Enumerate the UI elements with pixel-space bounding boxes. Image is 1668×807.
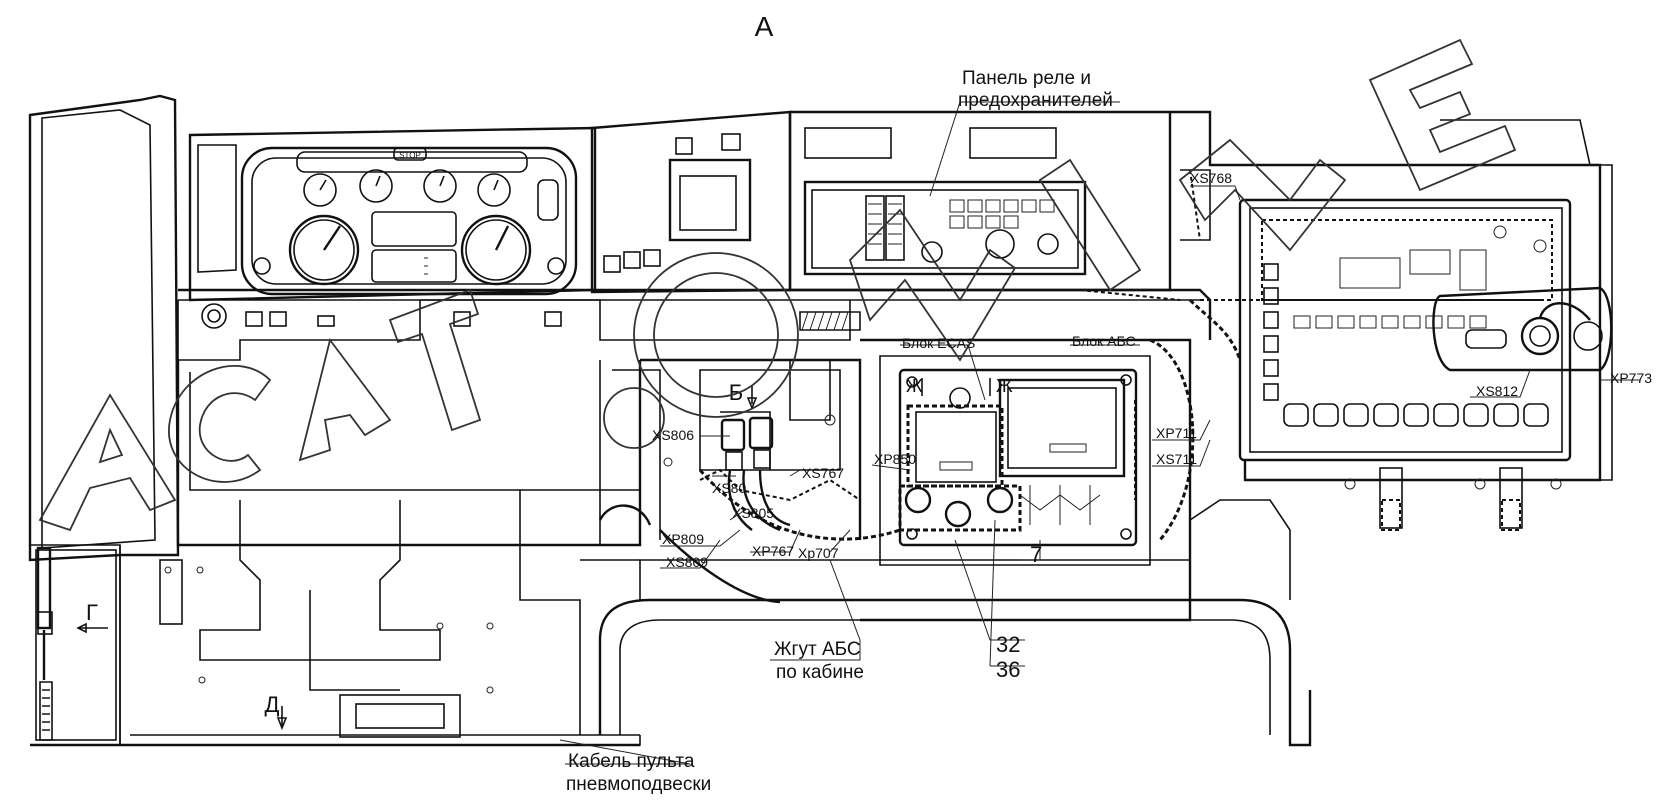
view-g-label: Г	[86, 600, 98, 625]
mark-zh-left: Ж	[906, 376, 923, 396]
view-d-label: Д	[265, 692, 280, 717]
air-suspension-cable-label-line2: пневмоподвески	[566, 774, 711, 795]
abs-block-label: Блок АБС	[1072, 333, 1136, 349]
connector-xp711: XP711	[1156, 425, 1197, 441]
ecas-block-label: Блок ECAS	[902, 335, 975, 351]
left-connector-stack	[1263, 263, 1279, 401]
connector-xp850: XP850	[874, 451, 916, 467]
stop-indicator-label: STOP	[399, 151, 421, 160]
abs-block	[998, 378, 1126, 478]
abs-harness-label-line2: по кабине	[776, 662, 864, 683]
connector-cluster-xs806	[720, 416, 791, 532]
instrument-cluster: STOP	[188, 126, 597, 302]
abs-harness-routing	[698, 169, 1540, 541]
relay-panel-label-line2: предохранителей	[958, 90, 1113, 111]
item-number-32: 32	[996, 632, 1020, 657]
connector-xs812: XS812	[1476, 383, 1518, 399]
connector-xs767: XS767	[802, 465, 844, 481]
center-bracket-area	[640, 358, 862, 540]
abs-harness-label-line1: Жгут АБС	[774, 639, 861, 660]
right-brackets-below	[1344, 467, 1562, 531]
connector-xp773: XP773	[1610, 370, 1652, 386]
abs-connectors-bottom	[898, 484, 1101, 532]
view-b-label: Б	[729, 380, 743, 405]
relay-row-bottom	[1283, 403, 1549, 427]
connector-xs711: XS711	[1156, 451, 1197, 467]
fuse-row-top	[1293, 315, 1487, 329]
leader-lines	[559, 101, 1640, 765]
air-suspension-cable-label-line1: Кабель пульта	[568, 751, 695, 772]
view-letter-title: А	[755, 11, 774, 42]
relay-panel-label-line1: Панель реле и	[962, 68, 1091, 89]
item-number-36: 36	[996, 657, 1020, 682]
right-relay-board	[1170, 110, 1613, 482]
steering-support-arch	[580, 499, 1312, 747]
connector-xs806: XS806	[652, 427, 694, 443]
xp773-bracket-highlight	[1432, 286, 1613, 372]
connector-xs805: XS805	[732, 505, 774, 521]
left-side-panel	[28, 94, 180, 746]
connector-xs768: XS768	[1190, 170, 1232, 186]
watermark-logo	[38, 38, 1517, 532]
connector-xs80x: XS80	[712, 480, 746, 496]
ecas-block	[906, 387, 1004, 488]
item-number-7: 7	[1030, 542, 1042, 567]
connector-xp707: Xp707	[798, 545, 839, 561]
lower-left-frame	[30, 360, 661, 747]
mark-zh-right: Ж	[996, 376, 1013, 396]
connector-xp809: XP809	[662, 531, 704, 547]
dashboard-lower-band	[177, 288, 1212, 361]
connector-xp767: XP767	[752, 543, 794, 559]
connector-xs809: XS809	[666, 554, 708, 570]
relay-fuse-panel	[788, 110, 1172, 292]
